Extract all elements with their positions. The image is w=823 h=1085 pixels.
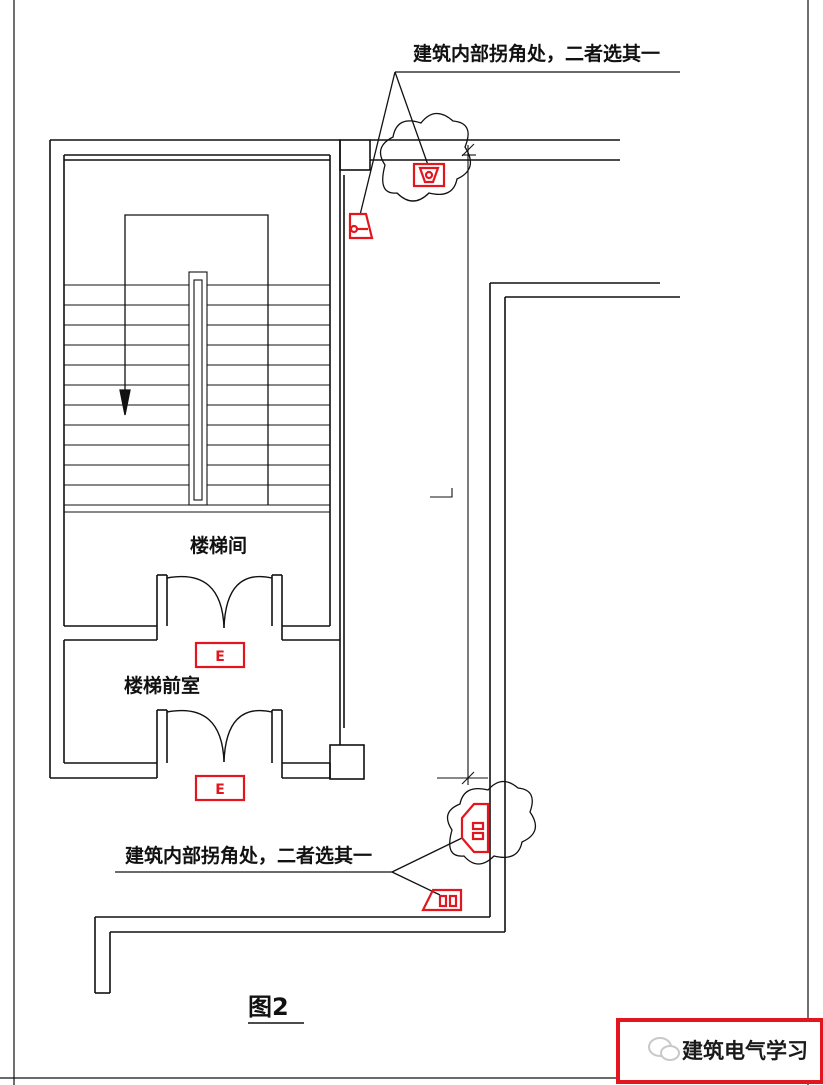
stair-direction-arrow bbox=[119, 214, 269, 505]
stair-enclosure-walls bbox=[49, 139, 371, 780]
stair-lobby-label: 楼梯前室 bbox=[124, 674, 200, 697]
exit-sign-icon: E bbox=[194, 774, 246, 802]
evacuation-sign-icon bbox=[412, 162, 446, 188]
stair-hall-label: 楼梯间 bbox=[190, 534, 247, 557]
revision-cloud-top bbox=[379, 112, 472, 202]
corner-note-top: 建筑内部拐角处，二者选其一 bbox=[413, 42, 660, 65]
exit-sign-label-2: E bbox=[215, 782, 225, 798]
revision-cloud-bottom bbox=[446, 780, 537, 865]
door-swings bbox=[166, 575, 273, 763]
corner-note-bottom: 建筑内部拐角处，二者选其一 bbox=[125, 844, 372, 867]
wechat-logo-icon bbox=[648, 1037, 680, 1061]
corridor-walls bbox=[94, 139, 680, 994]
exit-sign-icon: E bbox=[194, 641, 246, 669]
exit-sign-label-1: E bbox=[215, 649, 225, 665]
evacuation-sign-icon bbox=[348, 212, 374, 240]
figure-caption: 图2 bbox=[248, 993, 289, 1021]
stair-treads bbox=[64, 271, 330, 513]
evacuation-sign-icon bbox=[421, 888, 463, 912]
watermark-badge: 建筑电气学习 bbox=[616, 1018, 823, 1084]
dimension-line bbox=[430, 143, 488, 785]
badge-text: 建筑电气学习 bbox=[682, 1039, 808, 1063]
evacuation-sign-icon bbox=[460, 802, 490, 854]
top-corner-annotation: 建筑内部拐角处，二者选其一 bbox=[359, 42, 680, 216]
